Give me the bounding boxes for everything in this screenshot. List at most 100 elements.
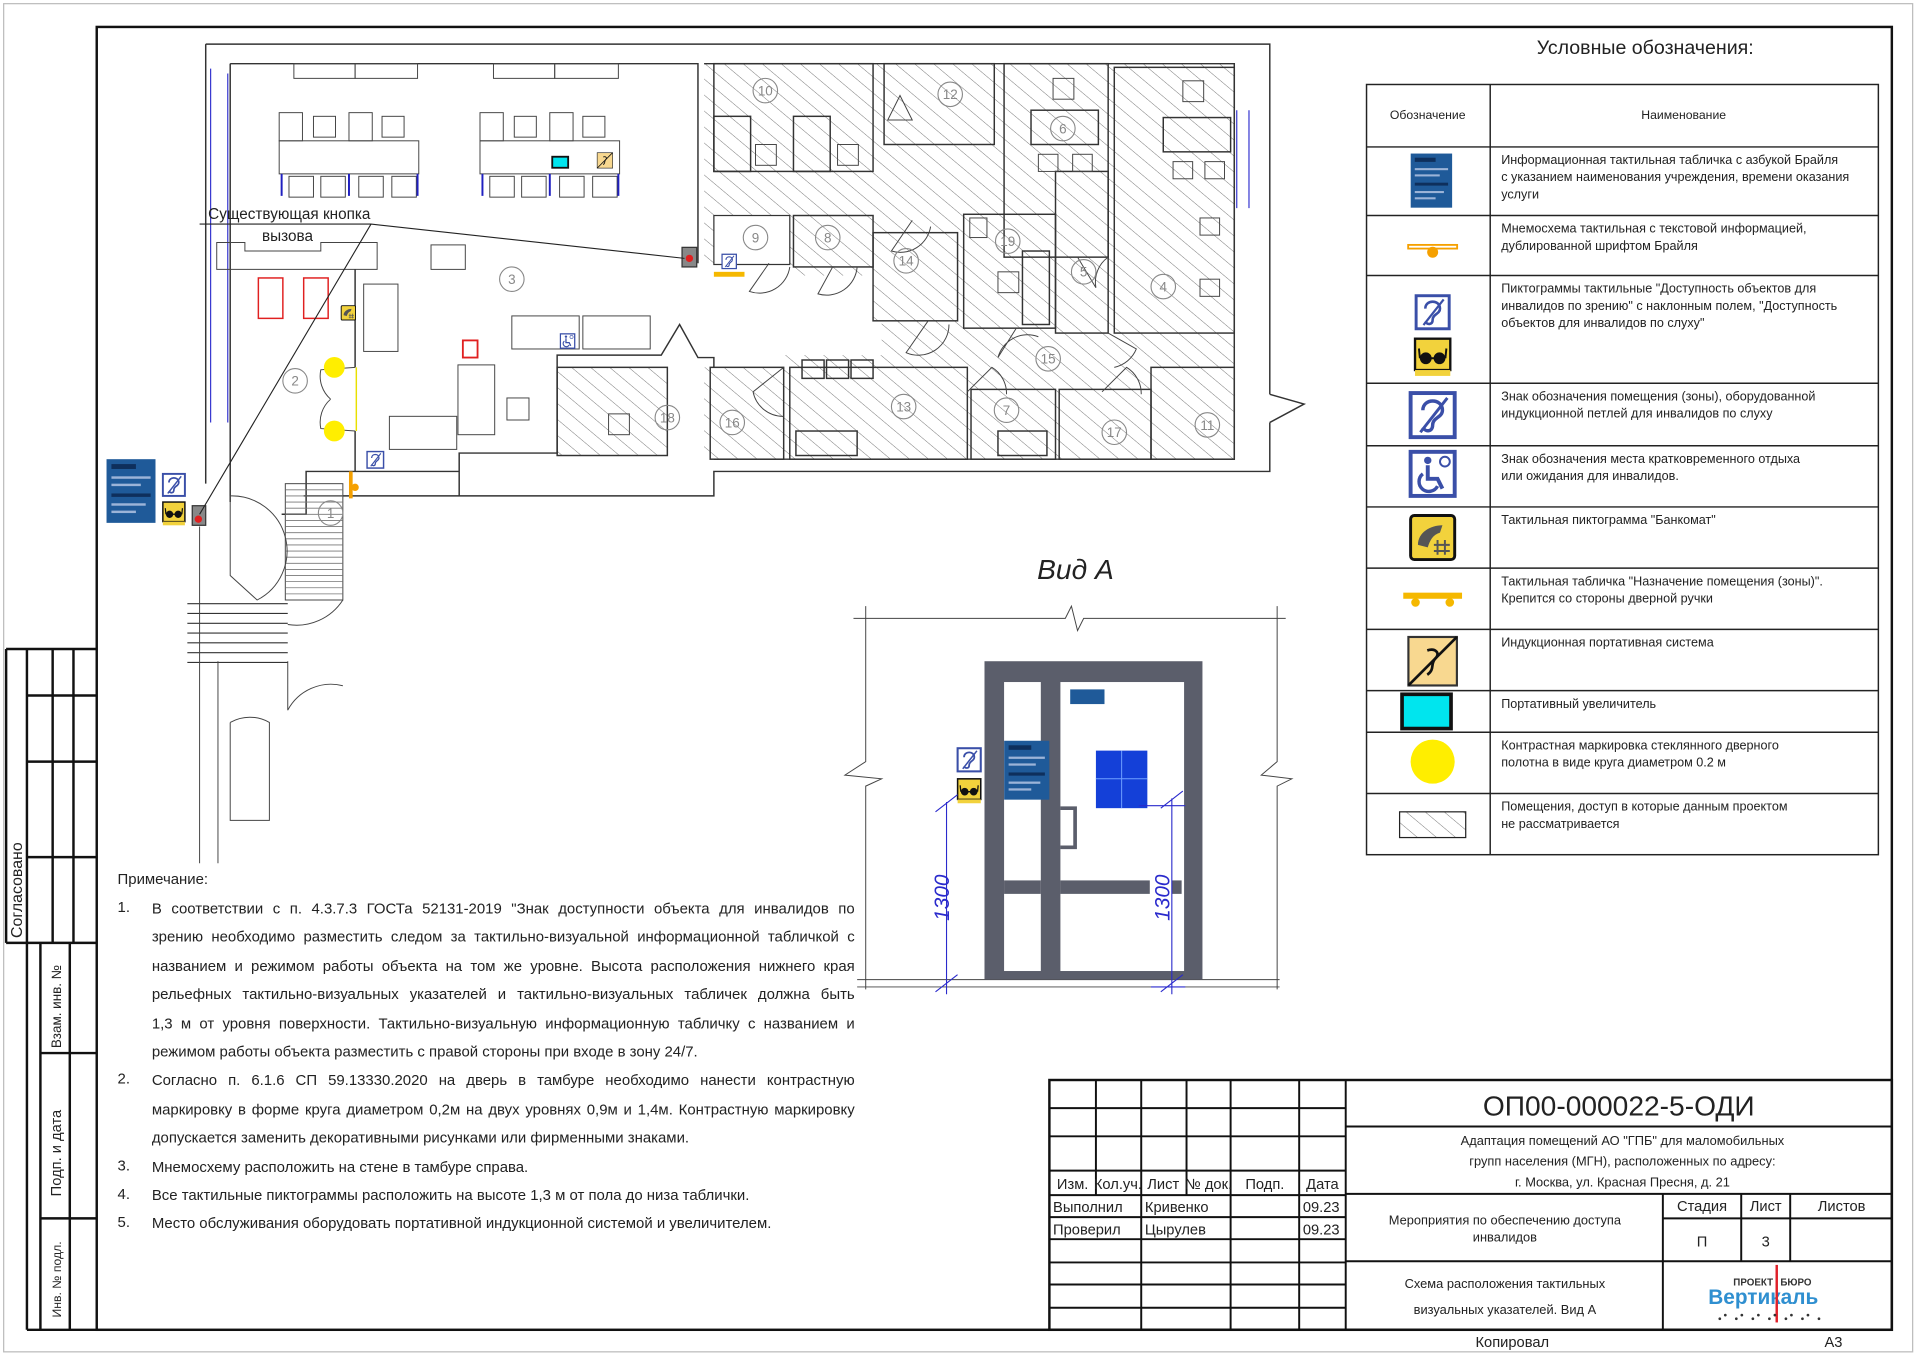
legend-row-text: Информационная тактильная табличка с азб…	[1501, 153, 1838, 167]
legend-row-text: Портативный увеличитель	[1501, 697, 1656, 711]
door-sidelight	[1004, 682, 1041, 972]
project-line-2: групп населения (МГН), расположенных по …	[1469, 1154, 1775, 1169]
legend-col-symbol: Обозначение	[1390, 108, 1466, 122]
legend-row-text: Тактильная пиктограмма "Банкомат"	[1501, 513, 1716, 527]
room-number: 12	[943, 87, 958, 102]
room-number: 11	[1200, 418, 1214, 433]
note-item: 2.Согласно п. 6.1.6 СП 59.13330.2020 на …	[118, 1071, 855, 1157]
legend-row-text: Знак обозначения помещения (зоны), обору…	[1501, 389, 1815, 403]
sheet-value: 3	[1762, 1235, 1770, 1251]
door-vision-pictogram-icon	[956, 777, 982, 805]
title-block-header: № док.	[1185, 1177, 1232, 1193]
stairs	[284, 483, 344, 601]
fire-extinguisher-icon	[461, 339, 479, 359]
view-a-title: Вид А	[1037, 554, 1114, 585]
door-top-plate	[1070, 689, 1105, 705]
room-marker: 14	[893, 248, 919, 274]
tactile-mnemonic-icon	[348, 471, 353, 499]
room-number: 6	[1059, 121, 1066, 136]
legend-row-text: дублированной шрифтом Брайля	[1501, 239, 1698, 253]
note-number: 3.	[117, 1156, 131, 1174]
title-block-header: Дата	[1306, 1177, 1339, 1193]
note-line: Согласно п. 6.1.6 СП 59.13330.2020 на дв…	[151, 1071, 855, 1089]
portable-induction-icon	[596, 152, 614, 169]
legend-hatch-icon	[1398, 811, 1467, 839]
project-line-3: г. Москва, ул. Красная Пресня, д. 21	[1515, 1175, 1730, 1190]
format-label: А3	[1824, 1335, 1842, 1351]
magnifier-icon	[551, 155, 570, 169]
wheelchair-rest-icon	[559, 333, 576, 349]
note-line: Мнемосхему расположить на стене в тамбур…	[151, 1157, 529, 1175]
room-number: 19	[1000, 234, 1015, 249]
legend-row: Информационная тактильная табличка с азб…	[1501, 153, 1849, 201]
note-line: маркировку в форме круга диаметром 0,2м …	[151, 1100, 855, 1118]
room-number: 18	[660, 410, 675, 425]
legend-row: Помещения, доступ в которые данным проек…	[1501, 800, 1787, 831]
notes-heading: Примечание:	[117, 870, 209, 888]
note-line: названием и режимом работы объекта на то…	[151, 957, 855, 975]
atm-right	[302, 277, 329, 320]
restricted-area-hatch	[704, 63, 1235, 460]
door-hearing-pictogram-icon	[956, 747, 982, 773]
replaced-inv-label: Взам. инв. №	[49, 965, 64, 1048]
title-block-header: Кол.уч.	[1094, 1177, 1142, 1193]
note-number: 5.	[117, 1213, 131, 1231]
note-line: 1,3 м от уровня поверхности. Тактильно-в…	[151, 1014, 855, 1032]
document-code: ОП00-000022-5-ОДИ	[1483, 1091, 1755, 1122]
room-marker: 11	[1194, 412, 1221, 438]
room-marker: 18	[654, 404, 681, 431]
legend-info-braille-plate-icon	[1410, 153, 1453, 208]
room-number: 1	[327, 506, 334, 521]
legend-row-text: инвалидов по зрению" с наклонным полем, …	[1501, 299, 1837, 313]
room-marker: 7	[993, 397, 1020, 424]
legend-row: Портативный увеличитель	[1501, 697, 1656, 711]
door-handle	[1060, 806, 1077, 850]
sheet-title-line-1: Схема расположения тактильных	[1405, 1276, 1606, 1291]
room-number: 4	[1160, 279, 1168, 294]
atm-pictogram-icon	[340, 305, 357, 321]
room-marker: 4	[1150, 273, 1177, 300]
legend-row-text: Помещения, доступ в которые данным проек…	[1501, 800, 1787, 814]
stage-value: П	[1697, 1235, 1708, 1251]
legend-row: Индукционная портативная система	[1501, 636, 1714, 650]
room-marker: 2	[282, 368, 308, 394]
legend-row-text: индукционной петлей для инвалидов по слу…	[1501, 407, 1773, 421]
legend-row: Пиктограммы тактильные "Доступность объе…	[1501, 282, 1837, 330]
room-number: 13	[896, 399, 911, 414]
room-number: 3	[508, 272, 515, 287]
vision-pictogram-icon	[161, 501, 186, 527]
atm-left	[257, 277, 284, 320]
contrast-circle-upper	[323, 356, 345, 378]
legend: Условные обозначения: Обозначение Наимен…	[1365, 37, 1880, 856]
room-number: 2	[291, 374, 298, 389]
callout-line-1: Существующая кнопка	[208, 206, 371, 223]
room-marker: 8	[814, 224, 841, 251]
legend-row: Тактильная табличка "Назначение помещени…	[1501, 574, 1823, 605]
room-marker: 12	[937, 81, 964, 108]
legend-row-text: Тактильная табличка "Назначение помещени…	[1501, 574, 1823, 588]
note-line: зрению необходимо разместить следом за т…	[151, 928, 855, 946]
room-marker: 3	[499, 266, 525, 292]
room-marker: 10	[752, 77, 779, 104]
drawing-frame	[95, 25, 1894, 1332]
legend-wheelchair-rest-icon	[1408, 449, 1457, 498]
date-performed: 09.23	[1303, 1200, 1340, 1216]
legend-col-name: Наименование	[1641, 108, 1726, 122]
room-number: 8	[824, 230, 831, 245]
legend-portable-induction-icon	[1407, 635, 1459, 687]
sign-date-label: Подп. и дата	[49, 1109, 65, 1196]
sheet-label: Лист	[1750, 1199, 1782, 1215]
stage-label: Стадия	[1677, 1199, 1727, 1215]
note-line: Место обслуживания оборудовать портативн…	[151, 1215, 772, 1233]
note-item: 1.В соответствии с п. 4.3.7.3 ГОСТа 5213…	[118, 899, 855, 1071]
note-line: Все тактильные пиктограммы расположить н…	[151, 1186, 750, 1204]
call-button-callout: Существующая кнопка вызова	[199, 206, 685, 515]
door-leaf-glass	[1060, 682, 1185, 972]
logo-top-right: БЮРО	[1780, 1278, 1812, 1289]
project-line-1: Адаптация помещений АО "ГПБ" для маломоб…	[1461, 1133, 1785, 1148]
role-performed: Выполнил	[1053, 1200, 1123, 1216]
inv-orig-label: Инв. № подл.	[50, 1241, 64, 1317]
role-checked: Проверил	[1053, 1222, 1121, 1238]
info-braille-plate-icon	[106, 459, 156, 523]
